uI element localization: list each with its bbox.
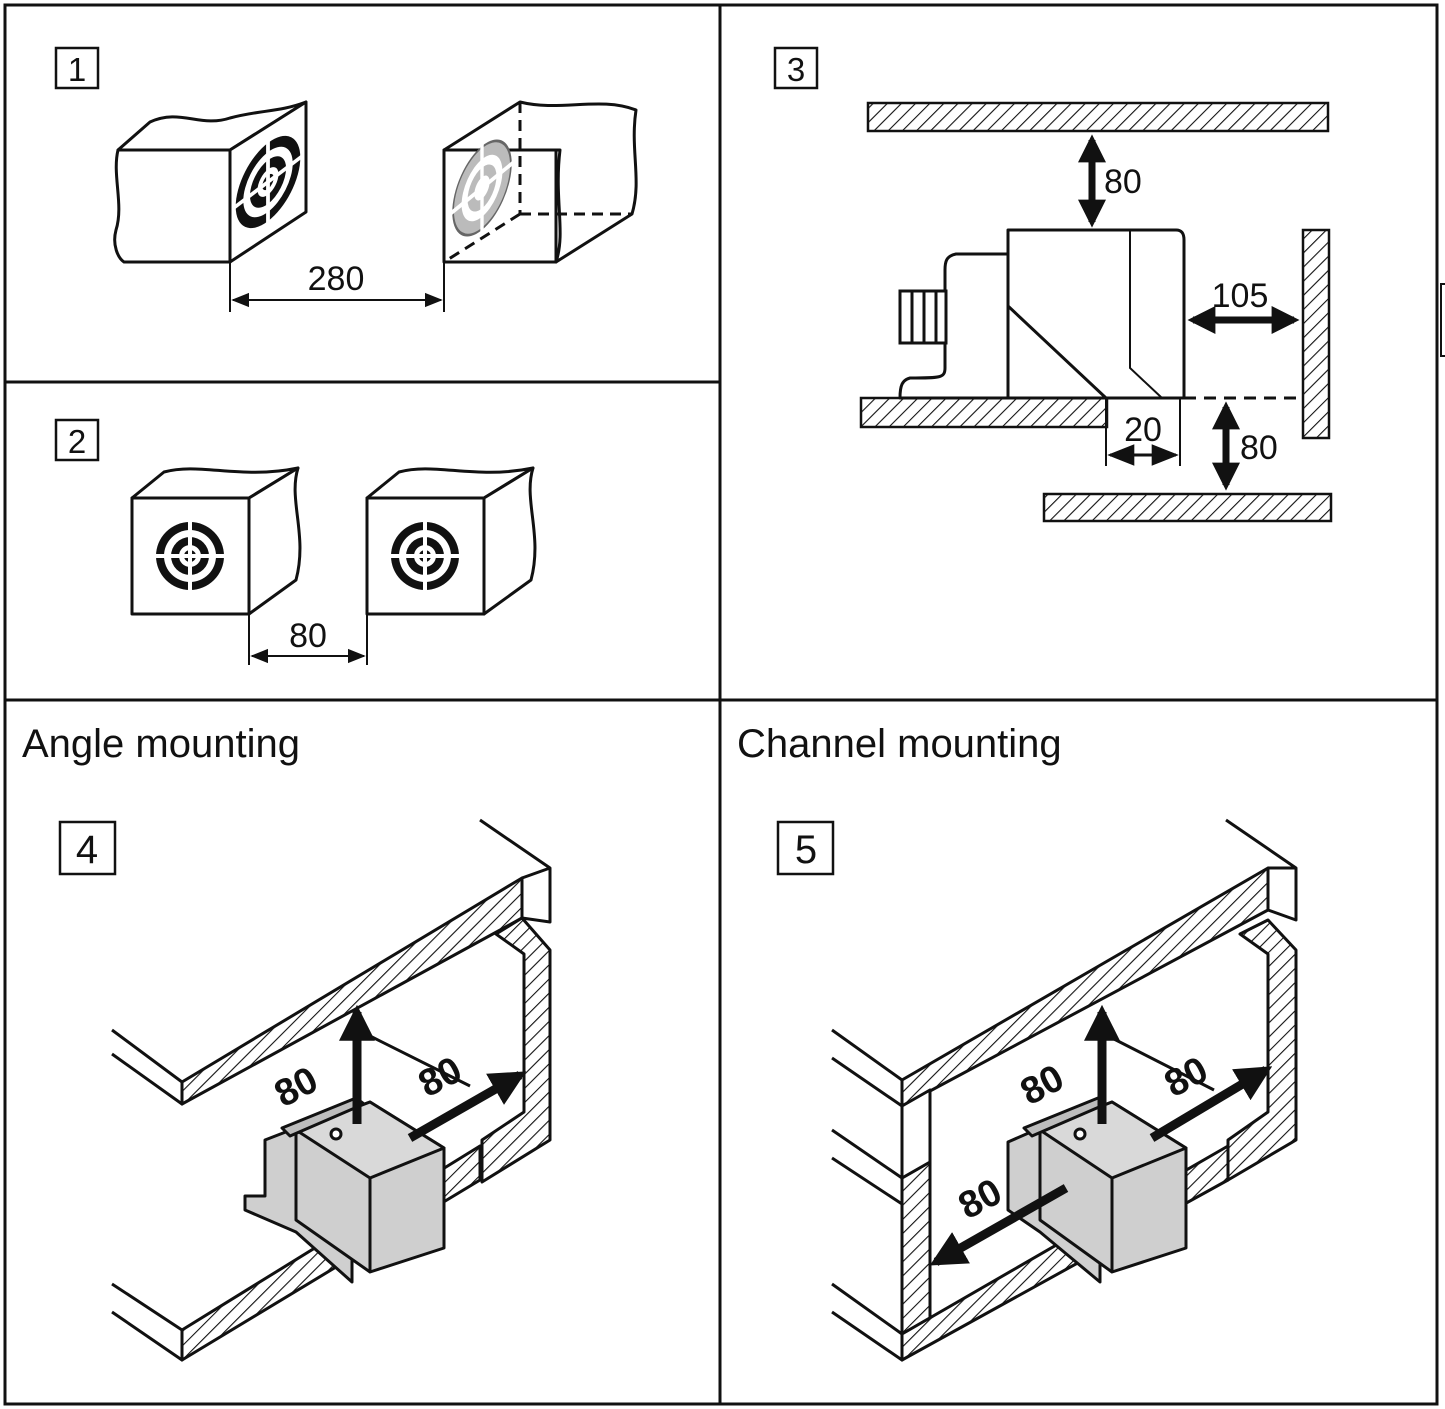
panel-5: Channel mounting 5 80 — [737, 722, 1298, 1362]
panel-3-label-box — [773, 46, 819, 90]
panel-2-label: 2 — [68, 423, 86, 460]
sensor-block-a — [130, 466, 302, 616]
wall-bottom — [1042, 492, 1333, 523]
panel-3-label: 3 — [787, 51, 805, 88]
mounting-surface — [859, 396, 1109, 429]
dimension-label: 280 — [308, 260, 365, 298]
clearance-label-side: 80 — [412, 1049, 469, 1106]
panel-5-title: Channel mounting — [737, 722, 1062, 766]
edge-mark — [1440, 283, 1445, 357]
panel-grid — [3, 3, 1439, 1406]
panel-2: 2 80 — [54, 418, 537, 665]
offset-label: 20 — [1124, 411, 1162, 449]
panel-4-label-box — [58, 820, 117, 876]
clearance-label-up: 80 — [1014, 1057, 1071, 1114]
sensor-side-view — [898, 228, 1186, 400]
clearance-label-left: 80 — [952, 1171, 1009, 1228]
panel-1: 1 280 — [54, 46, 638, 312]
clearance-label-side: 80 — [1158, 1049, 1215, 1106]
panel-1-label-box — [54, 46, 100, 90]
panel-4-label: 4 — [76, 828, 98, 872]
panel-5-label-box — [776, 820, 835, 876]
panel-3: 3 80 105 20 80 — [773, 46, 1333, 523]
panel-2-label-box — [54, 418, 100, 462]
sensor-unit — [243, 1096, 446, 1284]
clearance-arrow-side — [407, 1071, 527, 1142]
connector-icon — [898, 289, 948, 345]
angle-bracket-upper — [111, 818, 552, 1184]
clearance-arrow-left — [929, 1184, 1069, 1266]
dimension-label: 80 — [289, 617, 327, 655]
panel-4: Angle mounting 4 80 80 — [22, 722, 552, 1362]
wall-right — [1301, 228, 1331, 440]
wall-top — [866, 101, 1330, 133]
sensor-block-b — [365, 466, 537, 616]
target-icon-faint — [451, 139, 513, 237]
panel-1-label: 1 — [68, 51, 86, 88]
clearance-label-bottom: 80 — [1240, 429, 1278, 467]
panel-4-title: Angle mounting — [22, 722, 300, 766]
clearance-label-up: 80 — [268, 1059, 325, 1116]
sensor-unit — [1006, 1096, 1188, 1284]
clearance-arrow-side — [1149, 1066, 1273, 1142]
clearance-label-top: 80 — [1104, 163, 1142, 201]
panel-5-label: 5 — [795, 828, 817, 872]
clearance-label-side: 105 — [1212, 277, 1269, 315]
